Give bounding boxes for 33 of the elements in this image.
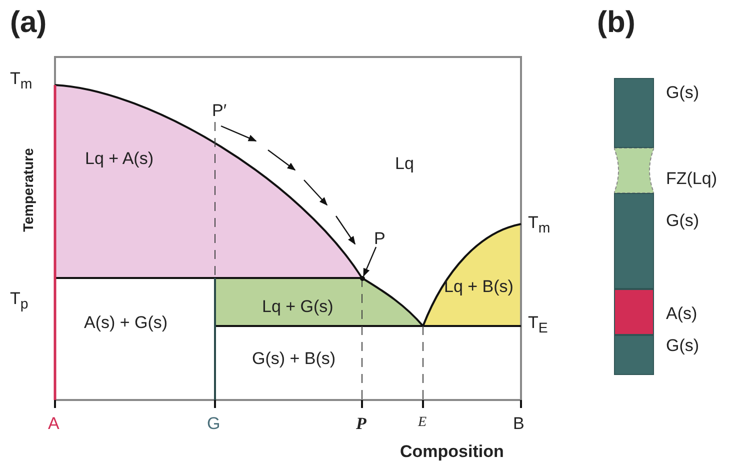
temperature-label: T$_{m}$ <box>528 214 550 236</box>
phase-label: A(s) <box>666 305 698 322</box>
leader-line <box>363 246 377 277</box>
phase-region-label: A(s) + G(s) <box>84 314 168 331</box>
axis-title: Temperature <box>21 148 35 232</box>
panel-label: (b) <box>597 8 636 38</box>
axis-title: Composition <box>400 443 504 460</box>
axis-tick-label: A <box>48 415 60 432</box>
point-label: P <box>374 230 386 247</box>
phase-region-label: Lq <box>395 155 414 172</box>
phase-region-label: Lq + B(s) <box>444 278 514 295</box>
rod-segment <box>614 335 654 375</box>
point-label: P′ <box>212 102 227 119</box>
phase-region-label: Lq + G(s) <box>262 298 334 315</box>
phase-label: G(s) <box>666 212 700 229</box>
molten-zone-segment <box>614 148 654 193</box>
phase-label: FZ(Lq) <box>666 170 717 187</box>
temperature-label: T$_{E}$ <box>528 314 548 336</box>
rod-segment <box>614 193 654 289</box>
axis-tick-label: B <box>513 415 524 432</box>
temperature-label: T$_{m}$ <box>10 70 32 92</box>
phase-region-label: Lq + A(s) <box>85 150 154 167</box>
axis-tick-label: E <box>418 416 427 430</box>
axis-tick-label: G <box>207 415 220 432</box>
panel-label: (a) <box>10 8 47 38</box>
rod-segment <box>614 78 654 148</box>
peritectic-point <box>360 276 365 281</box>
phase-label: G(s) <box>666 337 700 354</box>
temperature-label: T$_{p}$ <box>10 290 28 312</box>
axis-tick-label: P <box>356 415 366 432</box>
phase-label: G(s) <box>666 84 700 101</box>
rod-segment <box>614 289 654 335</box>
phase-region-label: G(s) + B(s) <box>252 350 336 367</box>
